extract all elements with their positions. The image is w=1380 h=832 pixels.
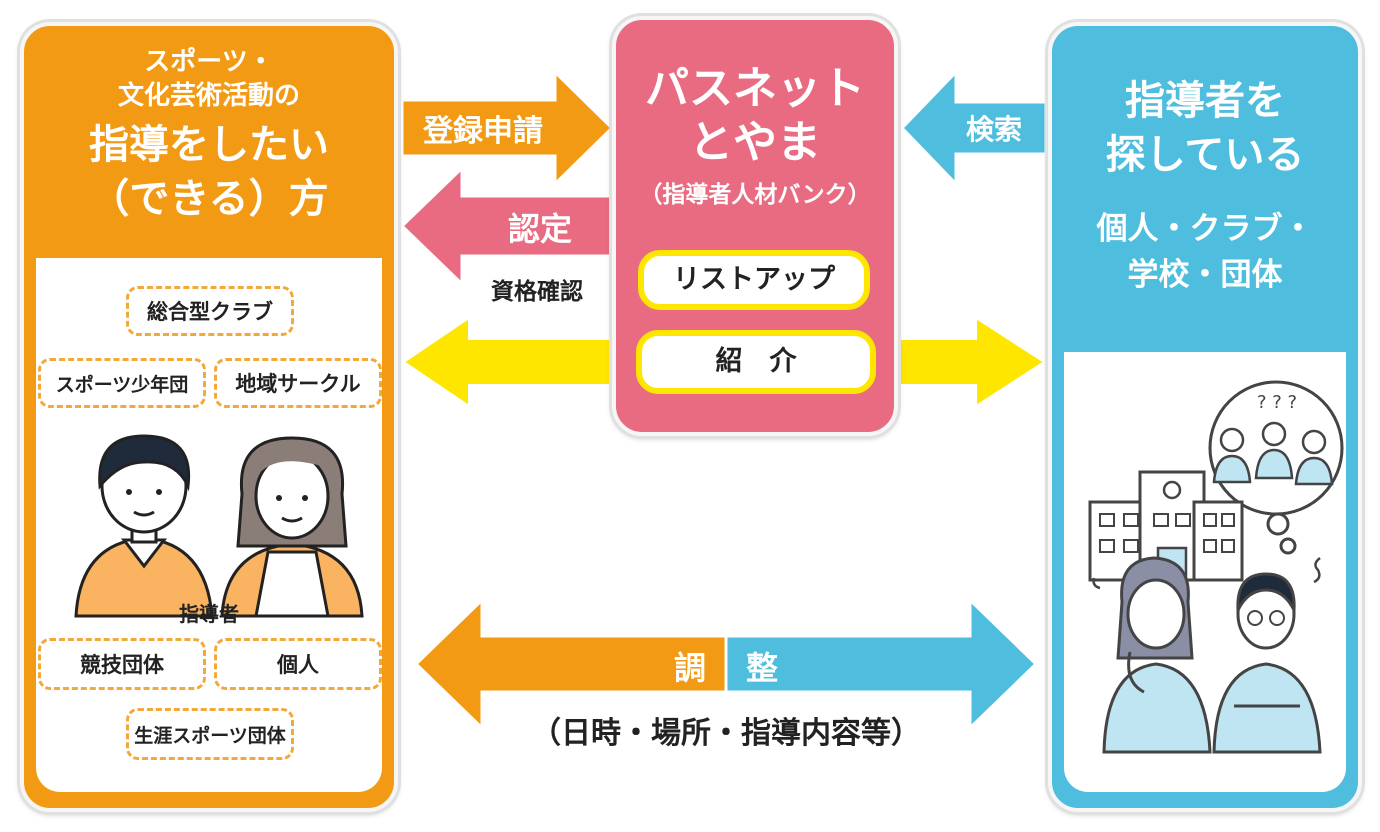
- center-subtitle: （指導者人材バンク）: [639, 182, 871, 208]
- adjust-right-label: 整: [745, 649, 778, 687]
- left-title-3: 指導をしたい: [89, 122, 329, 168]
- right-sub-2: 学校・団体: [1127, 257, 1283, 293]
- left-title-4: （できる）方: [89, 176, 329, 222]
- tag-youth-sports: スポーツ少年団: [38, 358, 206, 408]
- instructor-label: 指導者: [179, 602, 239, 626]
- adjust-note: （日時・場所・指導内容等）: [531, 716, 921, 751]
- instructor-people-illustration: [74, 434, 364, 618]
- seeker-illustration: [1088, 380, 1344, 754]
- right-title-1: 指導者を: [1125, 78, 1285, 124]
- tag-local-circle: 地域サークル: [214, 358, 382, 408]
- certify-label: 認定: [507, 210, 572, 248]
- question-marks: ? ? ?: [1256, 392, 1298, 413]
- tag-individual: 個人: [214, 638, 382, 690]
- right-title-2: 探している: [1105, 132, 1305, 178]
- center-title-1: パスネット: [645, 63, 865, 114]
- seeker-panel-body: ? ? ?: [1064, 352, 1346, 792]
- introduce-box: 紹 介: [636, 330, 876, 394]
- left-title-1: スポーツ・: [144, 47, 274, 77]
- search-label: 検索: [965, 113, 1022, 146]
- qualify-label: 資格確認: [491, 279, 583, 305]
- left-title-2: 文化芸術活動の: [117, 81, 300, 111]
- instructor-panel-body: 総合型クラブ スポーツ少年団 地域サークル 指導者 競技団体 個人 生涯スポーツ…: [36, 258, 382, 792]
- center-title-2: とやま: [689, 117, 821, 168]
- tag-lifelong-sports: 生涯スポーツ団体: [126, 708, 294, 760]
- register-label: 登録申請: [423, 114, 543, 149]
- right-sub-1: 個人・クラブ・: [1096, 211, 1314, 247]
- seeker-panel: 指導者を 探している 個人・クラブ・ 学校・団体: [1048, 22, 1362, 812]
- adjust-left-label: 調: [673, 649, 706, 687]
- tag-general-club: 総合型クラブ: [126, 286, 294, 336]
- instructor-panel: スポーツ・ 文化芸術活動の 指導をしたい （できる）方 総合型クラブ スポーツ少…: [20, 22, 398, 812]
- tag-competition-group: 競技団体: [38, 638, 206, 690]
- listup-box: リストアップ: [638, 250, 870, 310]
